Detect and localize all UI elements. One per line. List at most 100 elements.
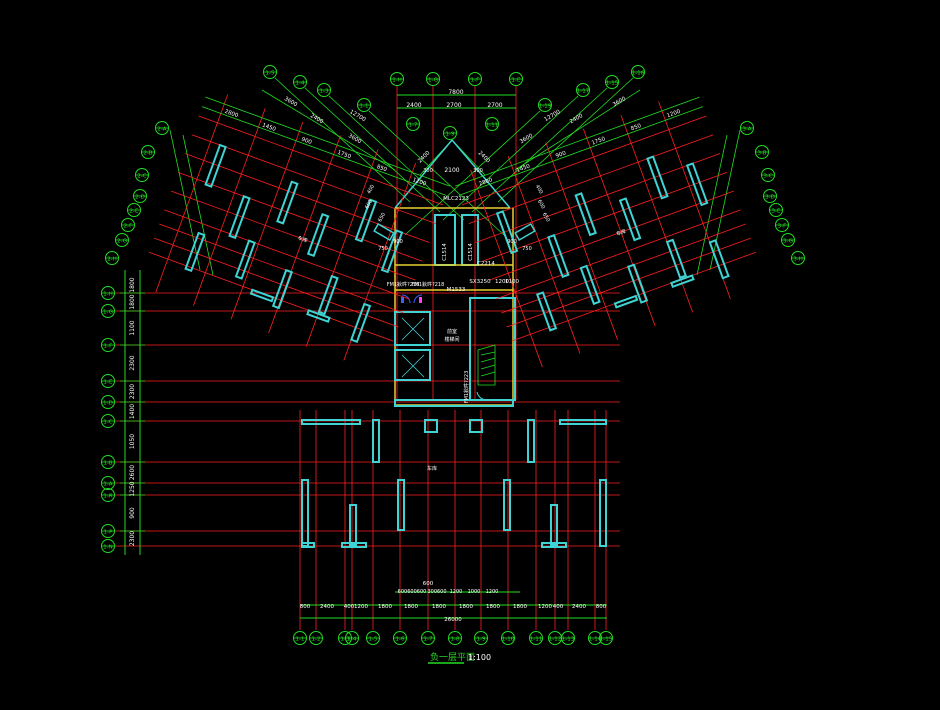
wing-left-bubble: 2-H (105, 251, 119, 265)
bottom-axis-bubble: 1-4 (345, 631, 359, 645)
left-dim-label: 1050 (129, 434, 136, 449)
bottom-axis-bubble: 1-15 (599, 631, 613, 645)
axis-bubble-label: 1-12 (549, 637, 561, 643)
wing-wall (665, 238, 688, 279)
wing-wall (670, 274, 695, 289)
left-dim-label: 2300 (129, 531, 136, 546)
axis-bubble-label: 1-16 (632, 71, 645, 77)
axis-bubble-label: 1-5 (369, 637, 378, 643)
wing-wall (495, 210, 519, 255)
door-label: C1514 (468, 243, 474, 261)
stair-enclosure (469, 297, 516, 401)
core-roof (394, 138, 511, 209)
wing-wall (685, 162, 709, 207)
wing-dim-label: 2800 (224, 109, 240, 120)
upper-dim: 2400 (569, 113, 585, 125)
radial-dim-line (442, 95, 579, 221)
axis-bubble-label: 3-C (763, 174, 772, 180)
upper-left-bubble: 1-1 (357, 98, 371, 112)
axis-bubble-label: 2-D (135, 195, 145, 201)
axis-bubble-label: 1-R (103, 494, 112, 500)
wing-left-bubble: 2-E (127, 203, 141, 217)
axis-bubble-label: 1-C (103, 420, 112, 426)
wing-left-bubble: 2-G (115, 233, 129, 247)
left-axis-bubble: 1-P (101, 524, 115, 538)
bottom-dim-label: 1800 (459, 604, 473, 610)
wing-end-dim (182, 134, 214, 276)
wing-axis-line (198, 115, 444, 206)
radial-dim-line (274, 77, 411, 203)
axis-bubble-label: 1-11 (486, 123, 498, 129)
wing-wall (547, 233, 570, 279)
left-axis-bubble: 1-A (101, 476, 115, 490)
axis-bubble-label: 1-F (471, 78, 480, 84)
wing-axis-line (164, 209, 409, 300)
wing-dim: 750 (378, 246, 388, 252)
axis-bubble-label: 1-1 (296, 637, 305, 643)
axis-bubble-label: 3-A (742, 127, 751, 133)
wall-lower (372, 419, 380, 463)
left-axis-bubble: 1-H (101, 286, 115, 300)
wing-axis-line (268, 135, 341, 334)
bottom-dim-label: 800 (596, 604, 607, 610)
bottom-dim-label: 1800 (404, 604, 418, 610)
wing-dim: 600 (536, 199, 546, 210)
wing-dim-label: 1750 (336, 150, 352, 161)
bottom-axis-bubble: 1-13 (561, 631, 575, 645)
wing-wall (646, 155, 669, 200)
axis-bubble-label: 1-1 (360, 104, 369, 110)
wing-axis-line (506, 237, 751, 328)
axis-bubble-label: 1-7 (409, 123, 418, 129)
top-dim-label: 2700 (487, 102, 502, 109)
wing-axis-line (501, 223, 746, 314)
radial-dim-line (497, 77, 634, 203)
left-axis-bubble: 1-R (101, 488, 115, 502)
wing-axis-line (154, 237, 399, 328)
core-dim: 300 (473, 168, 483, 174)
bottom-small-dim: 600600600 (398, 589, 427, 595)
wing-right-bubble: 3-A (740, 121, 754, 135)
wing-right-bubble: 3-B (755, 145, 769, 159)
upper-right-bubble: 1-16 (631, 65, 645, 79)
bottom-axis-bubble: 1-10 (501, 631, 515, 645)
walls: 2800145090017508501200车库2800145090017508… (148, 94, 757, 548)
axis-bubble-label: 1-E (512, 78, 521, 84)
core-dim: 2100 (444, 167, 459, 174)
wing-left-bubble: 2-F (121, 218, 135, 232)
wing-dim: 400 (366, 184, 376, 195)
bottom-dim-label: 1200 (354, 604, 368, 610)
wing-corner-wall (514, 223, 536, 241)
wall-lower (301, 479, 309, 547)
upper-inner-bubble: 1-9 (443, 126, 457, 140)
bottom-axis-bubble: 1-6 (393, 631, 407, 645)
wing-axis-line (171, 190, 416, 281)
bottom-dim-label: 1800 (513, 604, 527, 610)
left-axis-bubble: 1-E (101, 374, 115, 388)
left-dim-label: 1100 (129, 320, 136, 335)
wing-dim-label: 900 (300, 137, 312, 146)
bottom-dim-label: 2400 (572, 604, 586, 610)
axis-bubble-label: 3-G (783, 239, 793, 245)
axis-bubble-label: 1-15 (606, 81, 619, 87)
wing-right-bubble: 3-E (769, 203, 783, 217)
bottom-dim-label: 1200 (538, 604, 552, 610)
upper-left-bubble: 1-5 (263, 65, 277, 79)
wing-axis-line (468, 134, 714, 225)
wing-wall (306, 212, 330, 258)
bottom-small-dim: 300600 (427, 589, 446, 595)
wing-end-dim (709, 129, 741, 271)
wall-lower (301, 542, 315, 548)
axis-bubble-label: 1-6 (396, 637, 405, 643)
axis-bubble-label: 1-A (103, 482, 112, 488)
room-label: 前室 (447, 328, 457, 335)
wing-right-bubble: 3-F (775, 218, 789, 232)
bottom-axis-bubble: 1-7 (421, 631, 435, 645)
top-dim-label: 2400 (406, 102, 421, 109)
axis-bubble-label: 1-D (103, 401, 113, 407)
bottom-axis-bubble: 1-8 (448, 631, 462, 645)
wing-dim-line (458, 106, 704, 196)
left-axis-bubble: 1-C (101, 414, 115, 428)
